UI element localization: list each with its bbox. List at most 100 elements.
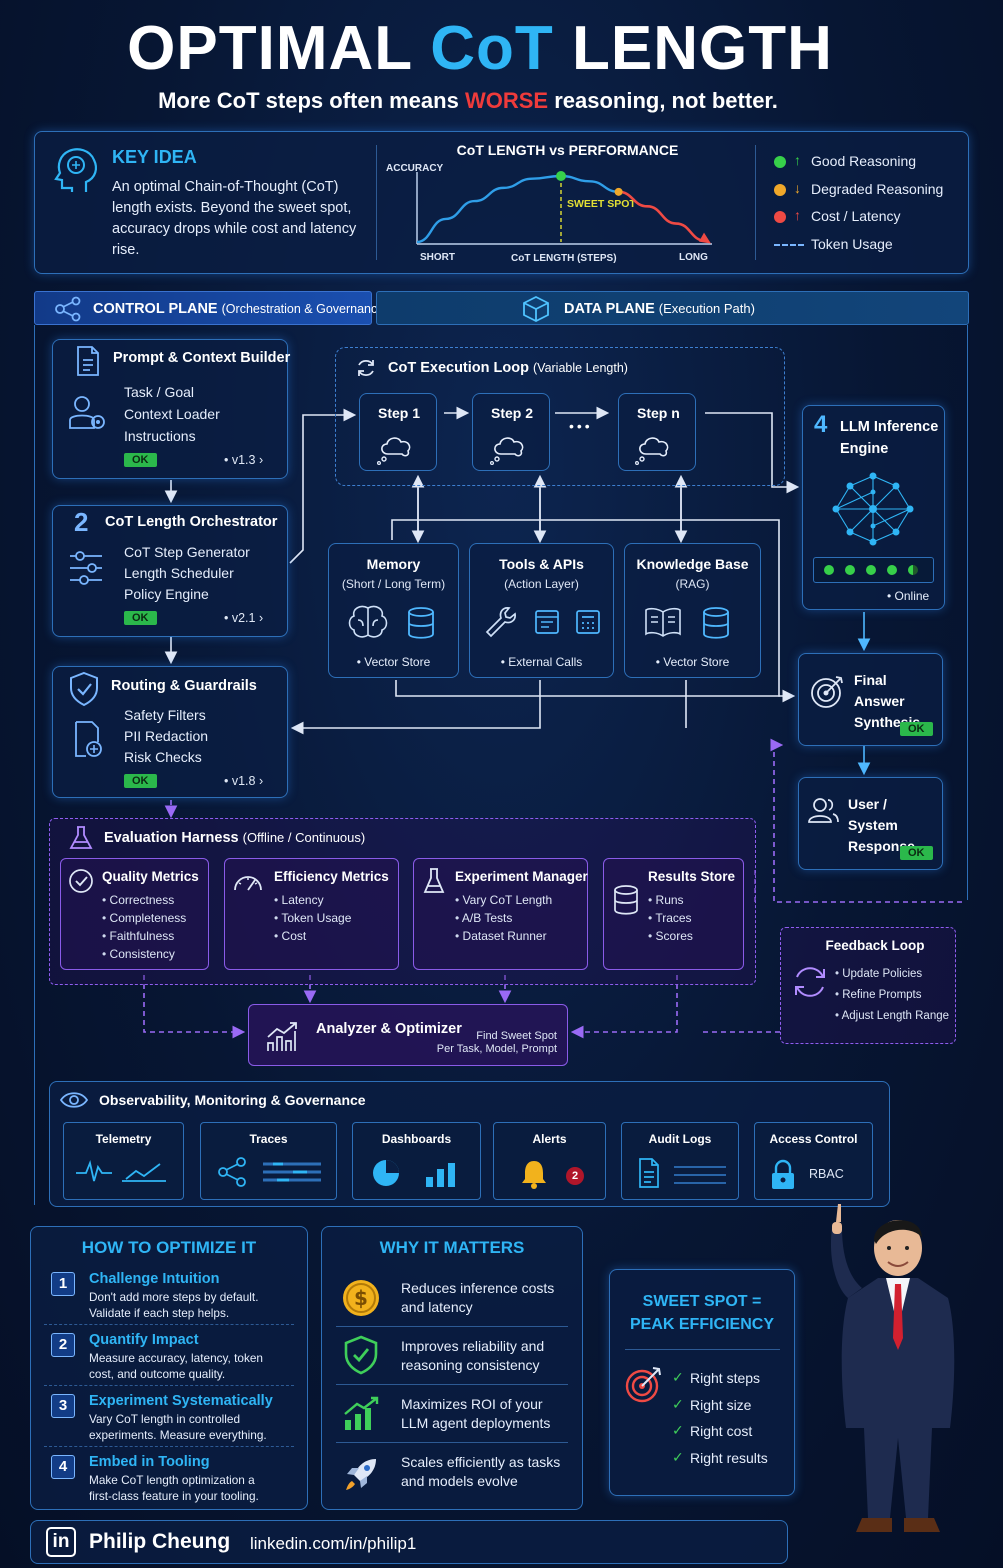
knowledge-base-card[interactable]: [624, 543, 761, 678]
legend-dot: [774, 156, 786, 168]
cot-loop-frame: [335, 347, 785, 486]
chart-x-start: SHORT: [420, 252, 455, 263]
subtitle-a: More CoT steps often means: [158, 88, 465, 113]
step-number-badge: 1: [51, 1272, 75, 1296]
list-item: Scores: [648, 927, 693, 945]
routing-item: PII Redaction: [124, 728, 209, 744]
legend-arrow: ↑: [794, 207, 801, 223]
obs-card-title: Traces: [249, 1132, 288, 1146]
loop-sub: (Variable Length): [533, 361, 628, 375]
legend-arrow: ↓: [794, 179, 801, 196]
flask-icon: [69, 826, 93, 849]
routing-title: Routing & Guardrails: [111, 678, 257, 694]
head-brain-icon: [54, 148, 97, 192]
list-item: Token Usage: [274, 909, 351, 927]
users-icon: [808, 798, 839, 823]
obs-card-traces[interactable]: Traces: [200, 1122, 337, 1200]
how-step-desc: Don't add more steps by default. Validat…: [89, 1290, 259, 1320]
shield-check-icon: [344, 1335, 378, 1375]
how-step-desc: Vary CoT length in controlled experiment…: [89, 1412, 267, 1442]
author-name: Philip Cheung: [89, 1530, 231, 1553]
version-link[interactable]: • v1.3 ›: [224, 453, 264, 467]
list-item: Dataset Runner: [455, 927, 552, 945]
routing-item: Safety Filters: [124, 707, 206, 723]
experiment-list: Vary CoT Length A/B Tests Dataset Runner: [455, 891, 552, 945]
linkedin-icon[interactable]: in: [46, 1527, 76, 1557]
step-1-card[interactable]: [359, 393, 437, 471]
presenter-figure: [830, 1204, 955, 1532]
list-item: Adjust Length Range: [835, 1006, 949, 1027]
obs-card-telemetry[interactable]: Telemetry: [63, 1122, 184, 1200]
prompt-builder-card[interactable]: [52, 339, 288, 479]
orchestrator-item: Policy Engine: [124, 586, 209, 602]
profile-link[interactable]: linkedin.com/in/philip1: [250, 1534, 417, 1553]
legend-item: ↑Cost / Latency: [772, 207, 962, 227]
title-part-b: CoT: [430, 14, 554, 83]
response-title: User / System Response: [848, 796, 915, 854]
quality-list: Correctness Completeness Faithfulness Co…: [102, 891, 187, 963]
eval-label: Evaluation Harness: [104, 830, 239, 846]
calculator-icon: [576, 610, 600, 634]
legend-dot: [774, 211, 786, 223]
tools-title: Tools & APIs: [499, 556, 584, 572]
memory-foot: • Vector Store: [356, 655, 431, 669]
svg-text:$: $: [354, 1286, 368, 1310]
legend-label: Good Reasoning: [811, 153, 917, 169]
step-2-card[interactable]: [472, 393, 550, 471]
memory-card[interactable]: [328, 543, 459, 678]
step-n-card[interactable]: [618, 393, 696, 471]
obs-card-dashboards[interactable]: Dashboards: [352, 1122, 481, 1200]
sweet-item: Right cost: [690, 1423, 753, 1439]
orchestrator-item: Length Scheduler: [124, 565, 234, 581]
cot-loop-title: CoT Execution Loop (Variable Length): [388, 360, 628, 376]
thought-cloud-icon: [376, 437, 411, 466]
chart-x-end: LONG: [679, 252, 708, 263]
feedback-list: Update Policies Refine Prompts Adjust Le…: [835, 964, 949, 1027]
kb-sub: (RAG): [675, 577, 710, 591]
tools-foot: • External Calls: [500, 655, 583, 669]
sweet-title: SWEET SPOT = PEAK EFFICIENCY: [629, 1293, 774, 1333]
status-badge: OK: [900, 722, 933, 736]
sweet-item: Right steps: [690, 1370, 761, 1386]
orchestrator-item: CoT Step Generator: [124, 544, 250, 560]
divider: [44, 1446, 294, 1447]
routing-items: Safety Filters PII Redaction Risk Checks: [124, 705, 208, 768]
version-link[interactable]: • v1.8 ›: [224, 774, 264, 788]
obs-card-title: Telemetry: [95, 1132, 152, 1146]
how-to-optimize-panel: [30, 1226, 308, 1510]
divider: [755, 145, 756, 260]
sliders-icon: [70, 551, 102, 585]
analyzer-title: Analyzer & Optimizer: [316, 1021, 462, 1037]
divider: [336, 1442, 568, 1443]
thought-cloud-icon: [634, 437, 669, 466]
list-item: A/B Tests: [455, 909, 552, 927]
feedback-title: Feedback Loop: [825, 938, 925, 953]
version-link[interactable]: • v2.1 ›: [224, 611, 264, 625]
step-number-badge: 2: [51, 1333, 75, 1357]
document-icon: [77, 346, 99, 376]
obs-card-audit-logs[interactable]: Audit Logs: [621, 1122, 739, 1200]
user-gear-icon: [69, 396, 105, 429]
status-badge: OK: [124, 611, 157, 625]
sweet-item: Right results: [690, 1449, 768, 1466]
prompt-builder-items: Task / Goal Context Loader Instructions: [124, 381, 220, 447]
why-item: Improves reliability and reasoning consi…: [401, 1338, 545, 1373]
database-icon: [614, 885, 638, 915]
obs-card-title: Dashboards: [381, 1132, 452, 1146]
prompt-builder-title: Prompt & Context Builder: [113, 350, 291, 366]
kb-title: Knowledge Base: [636, 556, 749, 572]
divider: [625, 1349, 780, 1350]
connectors: [143, 406, 962, 1039]
chart-plot: [416, 171, 712, 245]
database-icon: [408, 607, 434, 639]
llm-number: 4: [814, 411, 828, 438]
database-icon: [703, 607, 729, 639]
control-plane-sub: (Orchestration & Governance): [221, 302, 389, 316]
legend-label: Token Usage: [811, 235, 893, 252]
routing-card[interactable]: [52, 666, 288, 798]
analyzer-card[interactable]: [248, 1004, 568, 1066]
why-item: Maximizes ROI of your LLM agent deployme…: [401, 1396, 551, 1431]
orchestrator-items: CoT Step Generator Length Scheduler Poli…: [124, 542, 250, 605]
